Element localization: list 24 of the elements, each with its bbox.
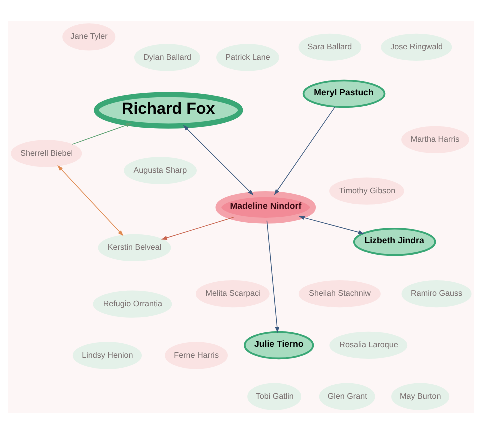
- node-ellipse: Glen Grant: [319, 382, 376, 410]
- node-ellipse: Dylan Ballard: [134, 44, 200, 71]
- arrow: [72, 123, 132, 144]
- node-ellipse: Rosalia Laroque: [330, 331, 408, 359]
- node-ellipse: Sherrell Biebel: [11, 140, 82, 167]
- node-ellipse: Meryl Pastuch: [302, 79, 386, 108]
- arrow: [266, 220, 280, 333]
- arrow: [274, 106, 336, 195]
- arrow: [183, 124, 254, 196]
- node-ellipse: Patrick Lane: [216, 44, 280, 71]
- arrow: [58, 164, 124, 236]
- node-ellipse: Madeline Nindorf: [216, 191, 316, 224]
- node-ellipse: Lizbeth Jindra: [353, 227, 436, 256]
- node-ellipse: Jose Ringwald: [381, 33, 452, 60]
- node-ellipse: Sara Ballard: [298, 33, 362, 60]
- node-ellipse: Julie Tierno: [244, 330, 314, 360]
- arrow: [298, 216, 364, 234]
- node-ellipse: Refugio Orrantia: [93, 290, 172, 318]
- node-ellipse: May Burton: [392, 382, 450, 410]
- node-ellipse: Ramiro Gauss: [402, 280, 472, 308]
- node-ellipse: Lindsy Henion: [72, 342, 142, 369]
- node-ellipse: Tobi Gatlin: [248, 382, 302, 410]
- node-ellipse: Augusta Sharp: [124, 156, 197, 184]
- arrow: [161, 216, 234, 240]
